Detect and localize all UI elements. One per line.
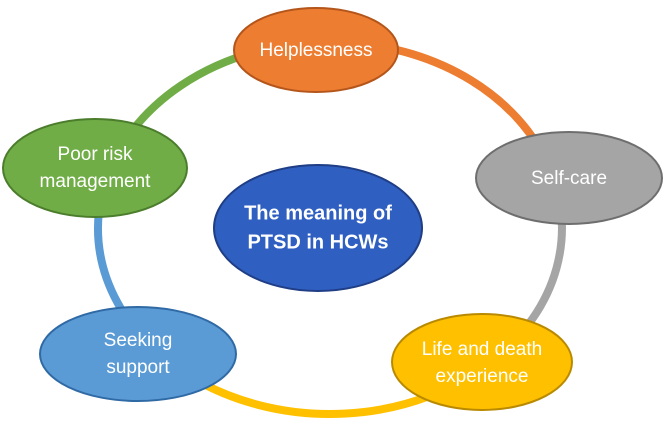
center-label-line-1: The meaning of xyxy=(244,202,392,224)
node-life-death-label-line-1: Life and death xyxy=(422,339,542,360)
center-label-line-2: PTSD in HCWs xyxy=(247,231,388,253)
center-ellipse xyxy=(213,164,423,292)
node-poor-risk-label-line-2: management xyxy=(40,171,152,192)
node-seeking-support-label-line-1: Seeking xyxy=(104,330,173,351)
node-seeking-support-ellipse xyxy=(39,306,237,402)
node-life-death: Life and death experience xyxy=(391,313,573,411)
node-poor-risk-label-line-1: Poor risk xyxy=(58,144,133,165)
node-seeking-support-label-line-2: support xyxy=(106,357,170,378)
node-self-care-ellipse xyxy=(475,131,663,225)
node-seeking-support: Seeking support xyxy=(39,306,237,402)
node-helplessness-ellipse xyxy=(233,7,399,93)
node-life-death-ellipse xyxy=(391,313,573,411)
center-node: The meaning of PTSD in HCWs xyxy=(213,164,423,292)
node-poor-risk-ellipse xyxy=(2,118,188,218)
node-helplessness-label: Helplessness xyxy=(260,40,373,61)
node-life-death-label-line-2: experience xyxy=(436,366,529,387)
node-helplessness: Helplessness xyxy=(233,7,399,93)
node-self-care-label: Self-care xyxy=(531,168,607,189)
node-self-care: Self-care xyxy=(475,131,663,225)
node-poor-risk: Poor risk management xyxy=(2,118,188,218)
